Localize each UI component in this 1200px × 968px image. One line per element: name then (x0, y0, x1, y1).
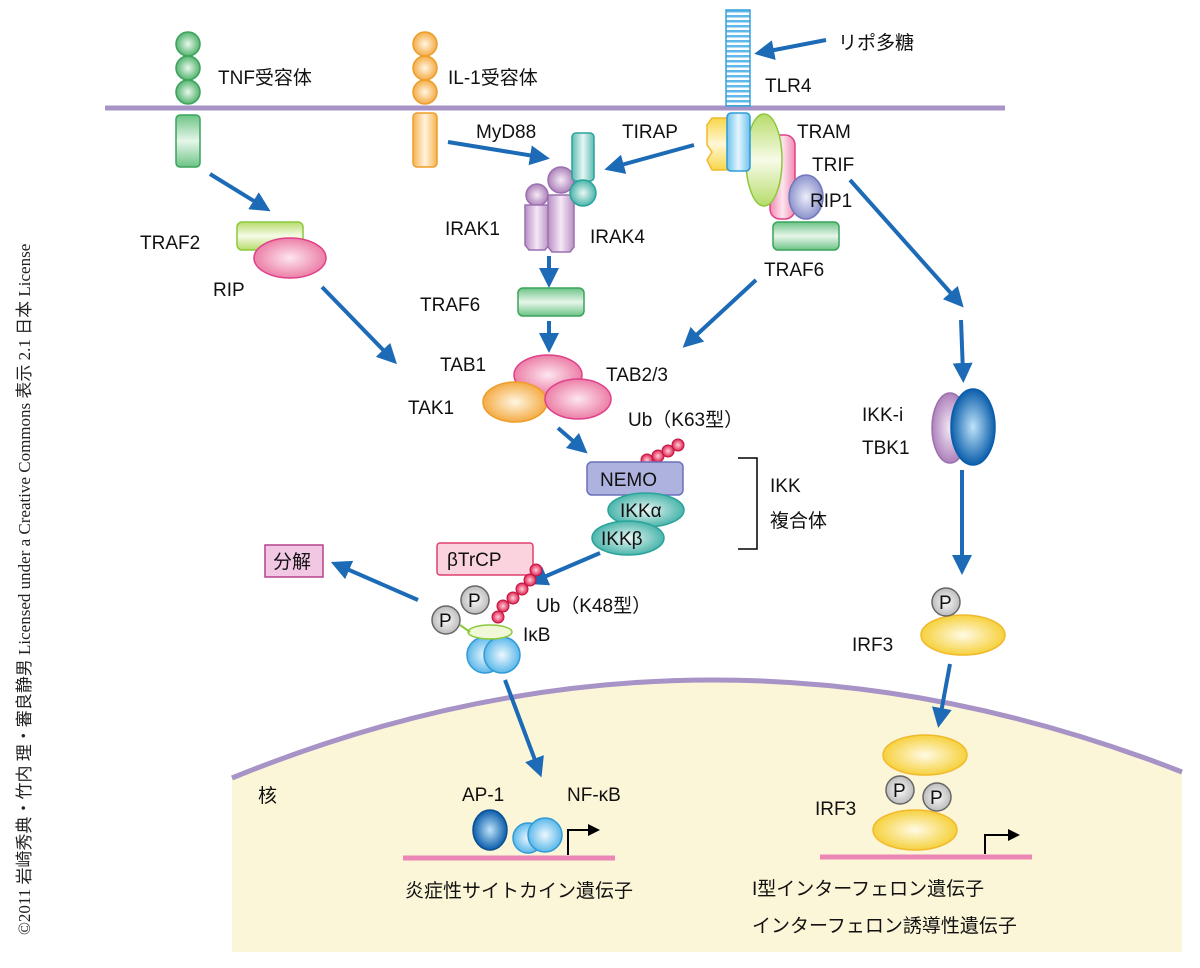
arrow-tnf-traf2 (208, 172, 271, 212)
label-irak4: IRAK4 (590, 227, 645, 248)
phospho-irf3-dimer-2: P (922, 782, 952, 812)
svg-text:P: P (939, 593, 952, 614)
svg-text:P: P (930, 788, 943, 809)
ikb-nfkb-complex (459, 624, 521, 674)
label-btrcp: βTrCP (447, 550, 502, 571)
arrow-rip-tak1 (320, 285, 397, 365)
btrcp (436, 542, 534, 576)
arrow-ikk-ikb (527, 551, 601, 586)
ap1 (472, 809, 508, 851)
traf6-center (517, 287, 585, 317)
label-nemo: NEMO (600, 470, 657, 491)
label-ikk-alpha: IKKα (620, 501, 662, 522)
label-tirap: TIRAP (622, 122, 678, 143)
tnf-receptor (175, 31, 201, 168)
label-tram: TRAM (797, 122, 851, 143)
irf3-dimer-bottom (872, 809, 958, 851)
label-rip: RIP (213, 280, 245, 301)
nuclear-membrane (231, 677, 1183, 781)
arrow-tirap (604, 143, 695, 174)
tak1-complex (482, 354, 612, 423)
label-ikk-beta: IKKβ (601, 529, 643, 550)
nfkb-subunit-2 (527, 817, 563, 853)
arrow-lps (754, 38, 827, 60)
arrow-tak1-ikk (556, 426, 588, 454)
label-tak1: TAK1 (408, 398, 454, 419)
label-complex: 複合体 (770, 510, 827, 532)
label-ub-k48: Ub（K48型） (536, 595, 651, 617)
copyright-text: ©2011 岩崎秀典・竹内 理・審良静男 Licensed under a Cr… (15, 244, 34, 935)
tbk1 (950, 388, 996, 466)
label-myd88: MyD88 (476, 122, 536, 143)
label-irf3: IRF3 (852, 635, 893, 656)
label-rip1: RIP1 (810, 191, 852, 212)
label-ap1: AP-1 (462, 785, 504, 806)
svg-text:P: P (468, 591, 481, 612)
rip (253, 237, 327, 279)
label-trif: TRIF (812, 155, 854, 176)
label-tab1: TAB1 (440, 355, 486, 376)
label-traf6-right: TRAF6 (764, 260, 824, 281)
promoter-arrow-right (984, 829, 1020, 854)
tlr4-adaptor-complex (706, 112, 840, 251)
tlr4-extracellular (725, 9, 751, 107)
ikk-beta (591, 520, 665, 556)
arrow-irf3-nucleus (931, 663, 952, 728)
label-lps: リポ多糖 (838, 32, 914, 54)
phospho-ikb-1: P (431, 605, 461, 635)
arrow-trif-ikki (848, 178, 964, 308)
label-tlr4: TLR4 (765, 76, 812, 97)
label-ikk-i: IKK-i (862, 405, 903, 426)
label-ifn-inducible-genes: インターフェロン誘導性遺伝子 (752, 915, 1017, 937)
label-ikb: IκB (523, 625, 550, 646)
arrow-nfkb-nucleus (503, 679, 544, 778)
label-traf6-center: TRAF6 (420, 295, 480, 316)
label-ikk: IKK (770, 476, 801, 497)
label-degradation: 分解 (273, 551, 311, 573)
label-type1-ifn-genes: I型インターフェロン遺伝子 (752, 878, 984, 900)
label-ub-k63: Ub（K63型） (628, 409, 743, 431)
arrow-myd88 (447, 140, 550, 166)
myd88-irak-complex (524, 132, 597, 253)
label-traf2: TRAF2 (140, 233, 200, 254)
irf3 (920, 614, 1006, 656)
ubiquitin-chain-k48 (491, 563, 543, 624)
il1-receptor (412, 31, 438, 168)
label-tab23: TAB2/3 (606, 365, 668, 386)
arrow-ikb-degradation (330, 560, 419, 602)
label-inflammatory-genes: 炎症性サイトカイン遺伝子 (405, 880, 633, 902)
nucleus (232, 679, 1182, 952)
label-tnf-receptor: TNF受容体 (218, 67, 312, 89)
irf3-dimer-top (882, 734, 968, 776)
degradation-box (264, 544, 324, 578)
label-il1-receptor: IL-1受容体 (448, 67, 538, 89)
label-irak1: IRAK1 (445, 219, 500, 240)
phospho-irf3: P (931, 587, 961, 617)
label-irf3-dimer: IRF3 (815, 799, 856, 820)
arrow-trif-ikki-2 (952, 319, 973, 383)
ikk-bracket (738, 457, 758, 550)
label-nfkb: NF-κB (567, 785, 621, 806)
label-tbk1: TBK1 (862, 438, 910, 459)
phospho-ikb-2: P (460, 585, 490, 615)
svg-text:P: P (439, 611, 452, 632)
label-nucleus: 核 (258, 785, 277, 807)
phospho-irf3-dimer-1: P (885, 775, 915, 805)
promoter-arrow-left (567, 824, 600, 855)
arrow-traf6right-tab (682, 278, 758, 348)
svg-text:P: P (893, 781, 906, 802)
